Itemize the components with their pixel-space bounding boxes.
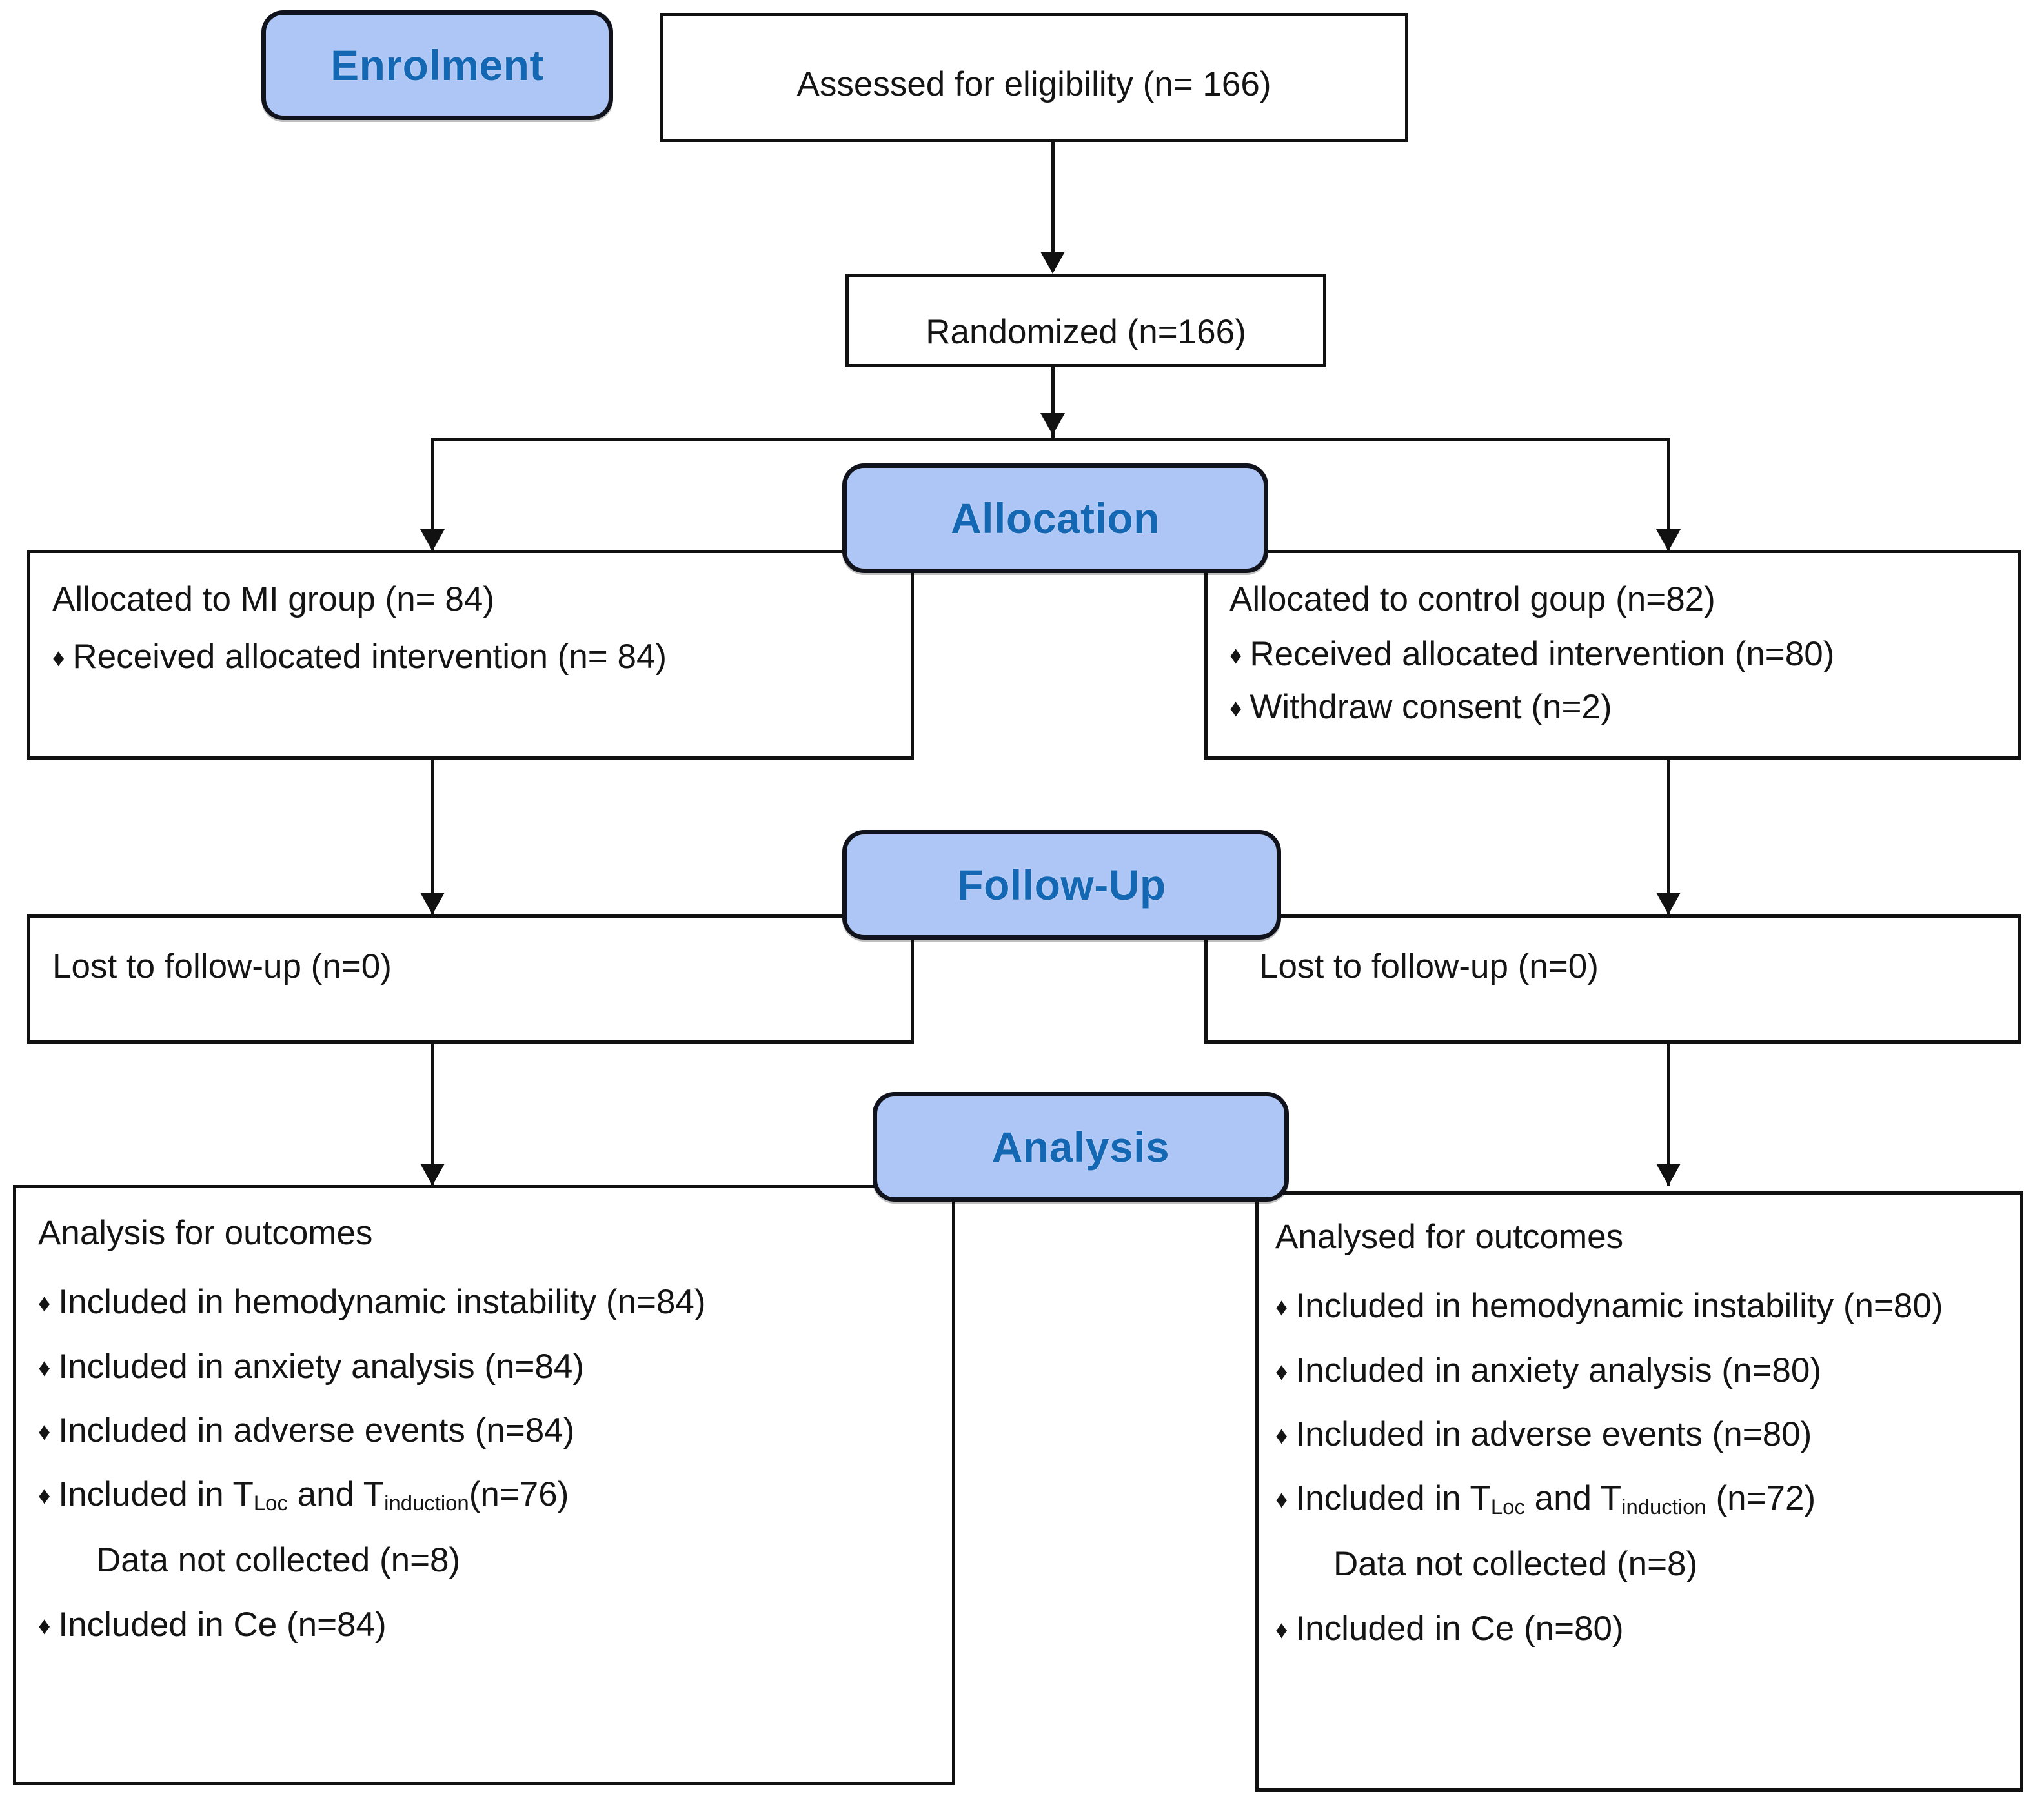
split-bus-right-drop [1667, 438, 1670, 550]
bullet-icon: ♦ [1275, 1294, 1288, 1322]
box-followup-right: Lost to follow-up (n=0) [1204, 914, 2021, 1044]
analysis-left-item-1: ♦Included in anxiety analysis (n=84) [38, 1348, 930, 1386]
box-followup-left: Lost to follow-up (n=0) [27, 914, 914, 1044]
analysis-right-item-1: ♦Included in anxiety analysis (n=80) [1275, 1351, 1998, 1389]
analysis-right-item-5: ♦Included in Ce (n=80) [1275, 1610, 1998, 1648]
bullet-icon: ♦ [1275, 1422, 1288, 1450]
allocation-left-item-0-text: Received allocated intervention (n= 84) [72, 638, 667, 676]
bullet-icon: ♦ [38, 1482, 51, 1510]
allocation-left-title: Allocated to MI group (n= 84) [52, 580, 494, 618]
split-bus-horizontal [431, 438, 1670, 441]
arrowhead-allocation-right [1656, 529, 1681, 551]
allocation-right-title: Allocated to control goup (n=82) [1229, 580, 1715, 618]
allocation-right-item-0-text: Received allocated intervention (n=80) [1250, 635, 1835, 674]
box-randomized: Randomized (n=166) [845, 274, 1326, 367]
box-assessed-for-eligibility: Assessed for eligibility (n= 166) [660, 13, 1408, 142]
allocation-right-item-0: ♦ Received allocated intervention (n=80) [1229, 635, 1996, 673]
analysis-left-item-5-text: Included in Ce (n=84) [58, 1605, 387, 1644]
allocation-right-item-1: ♦ Withdraw consent (n=2) [1229, 688, 1996, 726]
analysis-right-item-5-text: Included in Ce (n=80) [1295, 1609, 1624, 1648]
analysis-left-item-5: ♦Included in Ce (n=84) [38, 1606, 930, 1644]
analysis-left-item-4: Data not collected (n=8) [96, 1541, 461, 1580]
analysis-right-item-3-post: (n=72) [1706, 1479, 1816, 1518]
followup-left-title: Lost to follow-up (n=0) [52, 947, 392, 985]
box-analysis-right: Analysed for outcomes ♦Included in hemod… [1255, 1191, 2023, 1792]
analysis-right-item-4: Data not collected (n=8) [1333, 1545, 1698, 1584]
analysis-right-item-3-sub1: Loc [1490, 1495, 1525, 1519]
analysis-left-item-3-post: (n=76) [469, 1475, 569, 1514]
analysis-right-item-3-sub2: induction [1621, 1495, 1706, 1519]
analysis-right-item-3-pre: Included in T [1295, 1479, 1491, 1518]
arrowhead-randomized [1040, 252, 1065, 274]
stage-label-analysis: Analysis [991, 1123, 1170, 1171]
box-allocation-right: Allocated to control goup (n=82) ♦ Receiv… [1204, 550, 2021, 760]
bullet-icon: ♦ [1275, 1616, 1288, 1644]
analysis-right-item-3: ♦Included in TLoc and Tinduction (n=72) [1275, 1479, 1998, 1519]
analysis-right-title: Analysed for outcomes [1275, 1218, 1624, 1256]
stage-label-allocation: Allocation [950, 494, 1160, 542]
bullet-icon: ♦ [1275, 1486, 1288, 1514]
analysis-right-item-2: ♦Included in adverse events (n=80) [1275, 1415, 1998, 1453]
analysis-right-item-3-mid: and T [1524, 1479, 1622, 1518]
stage-label-followup: Follow-Up [957, 861, 1166, 909]
analysis-left-item-0-text: Included in hemodynamic instability (n=8… [58, 1283, 706, 1322]
analysis-left-title: Analysis for outcomes [38, 1214, 373, 1252]
connector-followup-left-to-analysis [431, 1044, 434, 1186]
bullet-icon: ♦ [1229, 642, 1242, 670]
stage-pill-followup: Follow-Up [842, 830, 1281, 940]
analysis-left-item-3-sub2: induction [384, 1491, 469, 1515]
stage-pill-allocation: Allocation [842, 463, 1268, 573]
connector-randomized-down [1051, 367, 1055, 438]
allocation-right-item-1-text: Withdraw consent (n=2) [1250, 687, 1612, 726]
stage-pill-enrolment: Enrolment [261, 10, 613, 120]
box-analysis-left: Analysis for outcomes ♦Included in hemod… [13, 1185, 955, 1785]
bullet-icon: ♦ [1229, 694, 1242, 722]
arrowhead-analysis-left [420, 1164, 445, 1186]
arrowhead-allocation-left [420, 529, 445, 551]
arrowhead-analysis-right [1656, 1164, 1681, 1186]
arrowhead-followup-right [1656, 893, 1681, 914]
connector-alloc-left-to-followup [431, 760, 434, 914]
bullet-icon: ♦ [38, 1354, 51, 1382]
split-bus-left-drop [431, 438, 434, 550]
stage-pill-analysis: Analysis [873, 1092, 1289, 1202]
analysis-left-item-3-mid: and T [287, 1475, 385, 1514]
bullet-icon: ♦ [52, 645, 65, 672]
allocation-left-item-0: ♦ Received allocated intervention (n= 84) [52, 638, 889, 676]
connector-assessed-to-randomized [1051, 142, 1055, 271]
analysis-left-item-3-pre: Included in T [58, 1475, 254, 1514]
analysis-right-item-2-text: Included in adverse events (n=80) [1295, 1415, 1812, 1454]
bullet-icon: ♦ [38, 1419, 51, 1446]
analysis-left-item-3: ♦Included in TLoc and Tinduction(n=76) [38, 1475, 930, 1515]
arrowhead-followup-left [420, 893, 445, 914]
analysis-left-item-1-text: Included in anxiety analysis (n=84) [58, 1347, 585, 1386]
analysis-left-item-2-text: Included in adverse events (n=84) [58, 1411, 575, 1450]
bullet-icon: ♦ [1275, 1358, 1288, 1386]
connector-alloc-right-to-followup [1667, 760, 1670, 914]
followup-right-title: Lost to follow-up (n=0) [1259, 947, 1599, 985]
bullet-icon: ♦ [38, 1612, 51, 1640]
analysis-right-item-0-text: Included in hemodynamic instability (n=8… [1295, 1287, 1943, 1326]
arrowhead-split-bus [1040, 413, 1065, 435]
connector-followup-right-to-analysis [1667, 1044, 1670, 1186]
analysis-left-item-3-sub1: Loc [253, 1491, 288, 1515]
bullet-icon: ♦ [38, 1290, 51, 1318]
analysis-right-item-0: ♦Included in hemodynamic instability (n=… [1275, 1287, 1998, 1325]
assessed-text: Assessed for eligibility (n= 166) [796, 65, 1271, 103]
box-allocation-left: Allocated to MI group (n= 84) ♦ Received … [27, 550, 914, 760]
analysis-left-item-0: ♦Included in hemodynamic instability (n=… [38, 1283, 930, 1321]
analysis-left-item-2: ♦ Included in adverse events (n=84) [38, 1411, 930, 1449]
stage-label-enrolment: Enrolment [330, 41, 544, 89]
analysis-right-item-1-text: Included in anxiety analysis (n=80) [1295, 1351, 1822, 1389]
randomized-text: Randomized (n=166) [926, 313, 1246, 351]
